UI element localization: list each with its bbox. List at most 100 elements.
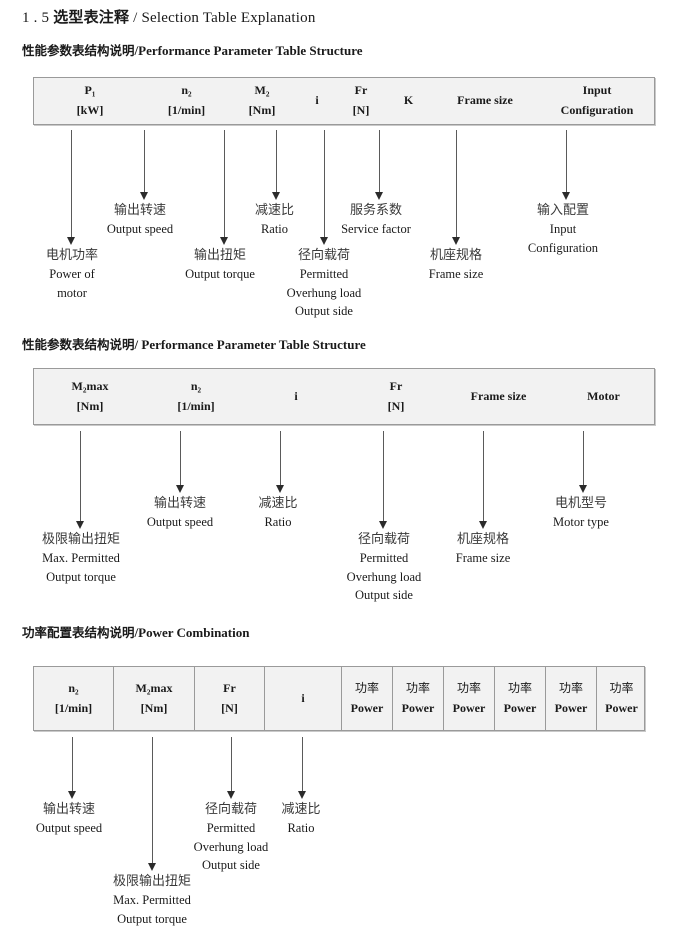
section-heading-en: /Performance Parameter Table Structure <box>134 43 363 58</box>
section-heading-en: / Performance Parameter Table Structure <box>134 337 366 352</box>
arrow-output-speed <box>68 737 77 799</box>
annotation-output-speed: 输出转速 Output speed <box>90 201 190 239</box>
annotation-en-1: Permitted <box>359 551 409 566</box>
column-unit: [1/min] <box>167 103 206 117</box>
table-column-i: i <box>264 667 341 730</box>
annotation-permitted-overhung-load: 径向载荷 Permitted Overhung load Output side <box>271 246 377 321</box>
annotation-en-1: Permitted <box>206 821 256 836</box>
arrow-motor-type <box>579 431 588 493</box>
column-symbol: i <box>315 93 319 108</box>
table-column-i: i <box>246 369 346 424</box>
arrow-power-of-motor <box>67 130 76 245</box>
annotation-cn: 径向载荷 <box>204 802 257 817</box>
column-symbol-cn: 功率 <box>456 680 481 695</box>
section-number: 1 . 5 <box>22 10 50 26</box>
column-symbol: Input <box>582 83 612 98</box>
table-column-m2max: M₂max [Nm] <box>113 667 194 730</box>
annotation-permitted-overhung-load: 径向载荷 Permitted Overhung load Output side <box>331 530 437 605</box>
arrow-ratio <box>276 431 285 493</box>
annotation-en-1: Ratio <box>260 222 289 237</box>
annotation-output-torque: 输出扭矩 Output torque <box>170 246 270 284</box>
table-column-power-5: 功率 Power <box>545 667 596 730</box>
section-heading-cn: 性能参数表结构说明 <box>22 337 135 352</box>
annotation-output-speed: 输出转速 Output speed <box>20 800 118 838</box>
annotation-output-speed: 输出转速 Output speed <box>130 494 230 532</box>
column-symbol: P₁ <box>84 83 96 98</box>
arrow-ratio <box>298 737 307 799</box>
annotation-en-1: Motor type <box>553 515 609 530</box>
annotation-ratio: 减速比 Ratio <box>238 494 318 532</box>
section-heading-en: /Power Combination <box>134 625 250 640</box>
annotation-en-1: Permitted <box>299 267 349 282</box>
table-column-n2: n₂ [1/min] <box>34 667 113 730</box>
annotation-max-permitted-output-torque: 极限输出扭矩 Max. Permitted Output torque <box>94 872 210 928</box>
table-column-power-3: 功率 Power <box>443 667 494 730</box>
annotation-en-2: Overhung load <box>193 839 269 854</box>
column-symbol: Frame size <box>457 93 513 108</box>
table-column-frame-size: Frame size <box>432 78 538 124</box>
annotation-input-configuration: 输入配置 Input Configuration <box>508 201 618 257</box>
table-column-i: i <box>297 78 337 124</box>
annotation-cn: 机座规格 <box>429 248 482 263</box>
annotation-cn: 径向载荷 <box>297 248 350 263</box>
column-symbol: Fr <box>223 680 236 695</box>
table-column-motor: Motor <box>551 369 656 424</box>
column-symbol: M₂ <box>254 83 270 98</box>
annotation-en-1: Output speed <box>146 515 214 530</box>
column-unit: [N] <box>387 398 405 413</box>
annotation-cn: 输入配置 <box>536 203 589 218</box>
annotation-cn: 机座规格 <box>456 532 509 547</box>
column-symbol: K <box>403 93 414 108</box>
arrow-max-permitted-output-torque <box>76 431 85 529</box>
arrow-output-speed <box>140 130 149 200</box>
annotation-cn: 减速比 <box>281 802 321 817</box>
column-symbol: i <box>301 690 305 705</box>
column-symbol-en: Power <box>503 700 537 715</box>
column-unit: [1/min] <box>54 700 93 715</box>
column-symbol: Frame size <box>470 388 527 403</box>
column-unit: [kW] <box>76 103 104 117</box>
arrow-output-speed <box>176 431 185 493</box>
table-column-n2: n₂ [1/min] <box>146 78 227 124</box>
column-unit: [N] <box>221 700 238 715</box>
annotation-en-2: Overhung load <box>346 569 422 584</box>
arrow-input-configuration <box>562 130 571 200</box>
section-heading-power-combination: 功率配置表结构说明/Power Combination <box>22 622 249 641</box>
annotation-en-1: Max. Permitted <box>113 893 191 908</box>
column-symbol: n₂ <box>181 83 192 98</box>
column-symbol-en: Power <box>554 700 588 715</box>
annotation-motor-type: 电机型号 Motor type <box>533 494 629 532</box>
annotation-en-1: Input <box>549 222 577 237</box>
page-title-en: Selection Table Explanation <box>141 10 316 26</box>
annotation-cn: 输出转速 <box>113 203 166 218</box>
column-symbol-en: Power <box>401 700 435 715</box>
annotation-cn: 极限输出扭矩 <box>112 874 191 889</box>
annotation-en-1: Ratio <box>287 821 315 836</box>
annotation-cn: 输出扭矩 <box>193 248 246 263</box>
annotation-cn: 电机功率 <box>45 248 98 263</box>
column-symbol: M₂max <box>135 680 173 695</box>
power-combination-table: n₂ [1/min] M₂max [Nm] Fr [N] i 功率 Power … <box>33 666 645 731</box>
column-unit: [N] <box>352 103 370 117</box>
annotation-frame-size: 机座规格 Frame size <box>435 530 531 568</box>
annotation-en-1: Frame size <box>428 267 484 282</box>
arrow-permitted-overhung-load <box>227 737 236 799</box>
column-symbol: n₂ <box>190 378 202 393</box>
column-symbol-en: Power <box>452 700 486 715</box>
annotation-en-1: Output torque <box>185 267 255 282</box>
arrow-frame-size <box>479 431 488 529</box>
arrow-output-torque <box>220 130 229 245</box>
table-column-power-1: 功率 Power <box>341 667 392 730</box>
performance-parameter-table-2: M₂max [Nm] n₂ [1/min] i Fr [N] Frame siz… <box>33 368 655 425</box>
section-heading-cn: 功率配置表结构说明 <box>22 625 135 640</box>
page-title: 1 . 5 选型表注释 / Selection Table Explanatio… <box>22 6 316 27</box>
column-symbol: n₂ <box>68 680 79 695</box>
annotation-cn: 减速比 <box>254 203 294 218</box>
annotation-cn: 减速比 <box>258 496 298 511</box>
annotation-power-of-motor: 电机功率 Power of motor <box>22 246 122 302</box>
column-symbol-cn: 功率 <box>507 680 532 695</box>
annotation-ratio: 减速比 Ratio <box>232 201 317 239</box>
table-column-power-4: 功率 Power <box>494 667 545 730</box>
column-symbol-en: Power <box>605 700 638 715</box>
column-symbol-cn: 功率 <box>405 680 430 695</box>
